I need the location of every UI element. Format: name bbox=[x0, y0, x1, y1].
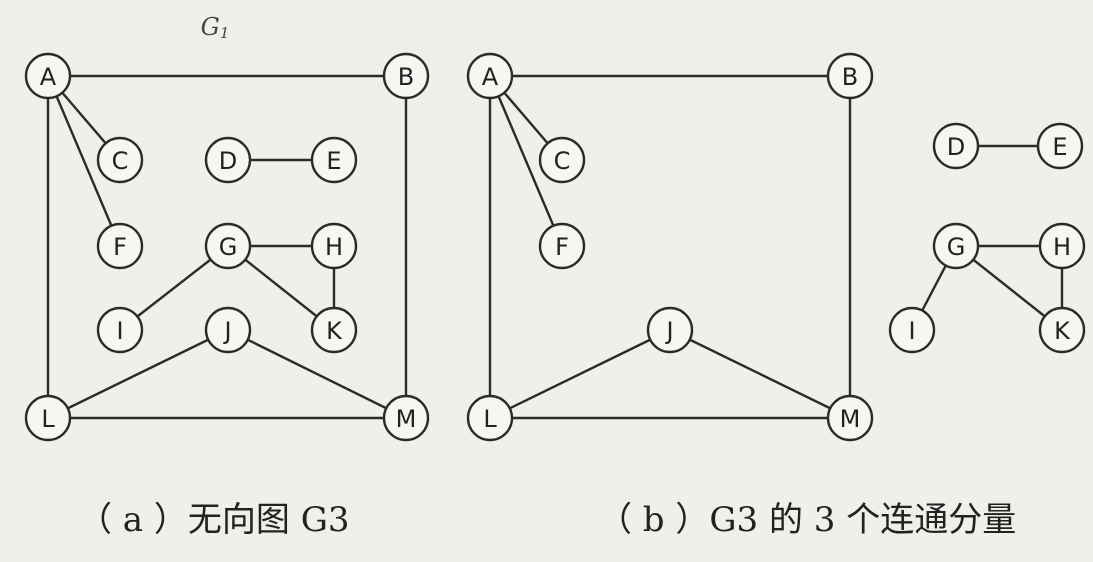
node-g: G bbox=[932, 222, 980, 270]
node-label: A bbox=[40, 63, 57, 91]
node-circle bbox=[382, 52, 430, 100]
node-circle bbox=[310, 222, 358, 270]
panel-b-connected-components: A B C F J L M D E G H I K bbox=[466, 52, 1086, 442]
node-circle bbox=[932, 122, 980, 170]
edge-a-f bbox=[46, 75, 122, 247]
node-c: C bbox=[96, 136, 144, 184]
node-circle bbox=[24, 394, 72, 442]
node-b: B bbox=[382, 52, 430, 100]
node-circle bbox=[204, 222, 252, 270]
node-k: K bbox=[310, 306, 358, 354]
node-label: B bbox=[842, 63, 858, 91]
node-circle bbox=[646, 306, 694, 354]
node-circle bbox=[888, 306, 936, 354]
node-label: J bbox=[222, 317, 231, 345]
caption-a: （ a ）无向图 G3 bbox=[78, 500, 350, 540]
node-l: L bbox=[24, 394, 72, 442]
node-label: G bbox=[947, 233, 966, 261]
node-b: B bbox=[826, 52, 874, 100]
node-j: J bbox=[204, 306, 252, 354]
node-j: J bbox=[646, 306, 694, 354]
node-circle bbox=[310, 306, 358, 354]
edge-l-j bbox=[489, 328, 671, 420]
node-label: H bbox=[325, 233, 343, 261]
edge-a-f bbox=[488, 75, 564, 247]
caption-b: （ b ）G3 的 3 个连通分量 bbox=[598, 500, 1017, 540]
node-label: F bbox=[555, 233, 569, 261]
node-label: C bbox=[112, 147, 129, 175]
node-i: I bbox=[888, 306, 936, 354]
node-l: L bbox=[466, 394, 514, 442]
node-label: G bbox=[219, 233, 238, 261]
node-circle bbox=[24, 52, 72, 100]
panel-a-graph-g3: A B C D E F G H I J K L M bbox=[24, 52, 430, 442]
node-label: J bbox=[664, 317, 673, 345]
node-circle bbox=[826, 52, 874, 100]
node-circle bbox=[826, 394, 874, 442]
edge-l-j bbox=[47, 328, 229, 420]
node-circle bbox=[310, 136, 358, 184]
node-m: M bbox=[826, 394, 874, 442]
node-label: K bbox=[326, 317, 343, 345]
node-circle bbox=[1036, 122, 1084, 170]
node-label: D bbox=[219, 147, 237, 175]
node-k: K bbox=[1038, 306, 1086, 354]
node-e: E bbox=[1036, 122, 1084, 170]
node-circle bbox=[96, 222, 144, 270]
node-label: H bbox=[1053, 233, 1071, 261]
node-d: D bbox=[932, 122, 980, 170]
node-a: A bbox=[466, 52, 514, 100]
edge-j-m bbox=[227, 328, 407, 420]
node-i: I bbox=[96, 306, 144, 354]
graph-g1-title: G1 bbox=[201, 13, 230, 42]
node-label: I bbox=[116, 317, 123, 345]
node-f: F bbox=[538, 222, 586, 270]
node-label: I bbox=[908, 317, 915, 345]
node-h: H bbox=[1038, 222, 1086, 270]
node-circle bbox=[96, 136, 144, 184]
node-circle bbox=[466, 52, 514, 100]
node-circle bbox=[1038, 222, 1086, 270]
node-label: M bbox=[396, 405, 417, 433]
node-label: L bbox=[483, 405, 497, 433]
node-circle bbox=[466, 394, 514, 442]
node-label: C bbox=[554, 147, 571, 175]
node-circle bbox=[204, 306, 252, 354]
node-label: E bbox=[1052, 133, 1067, 161]
node-label: A bbox=[482, 63, 499, 91]
node-circle bbox=[96, 306, 144, 354]
node-e: E bbox=[310, 136, 358, 184]
node-circle bbox=[1038, 306, 1086, 354]
node-label: K bbox=[1054, 317, 1071, 345]
node-label: L bbox=[41, 405, 55, 433]
node-circle bbox=[204, 136, 252, 184]
node-label: D bbox=[947, 133, 965, 161]
node-c: C bbox=[538, 136, 586, 184]
node-label: F bbox=[113, 233, 127, 261]
node-f: F bbox=[96, 222, 144, 270]
node-circle bbox=[382, 394, 430, 442]
node-d: D bbox=[204, 136, 252, 184]
edge-j-m bbox=[669, 328, 851, 420]
node-g: G bbox=[204, 222, 252, 270]
node-circle bbox=[538, 136, 586, 184]
node-label: E bbox=[326, 147, 341, 175]
node-circle bbox=[538, 222, 586, 270]
node-label: M bbox=[840, 405, 861, 433]
node-h: H bbox=[310, 222, 358, 270]
node-a: A bbox=[24, 52, 72, 100]
node-label: B bbox=[398, 63, 414, 91]
node-circle bbox=[932, 222, 980, 270]
node-m: M bbox=[382, 394, 430, 442]
